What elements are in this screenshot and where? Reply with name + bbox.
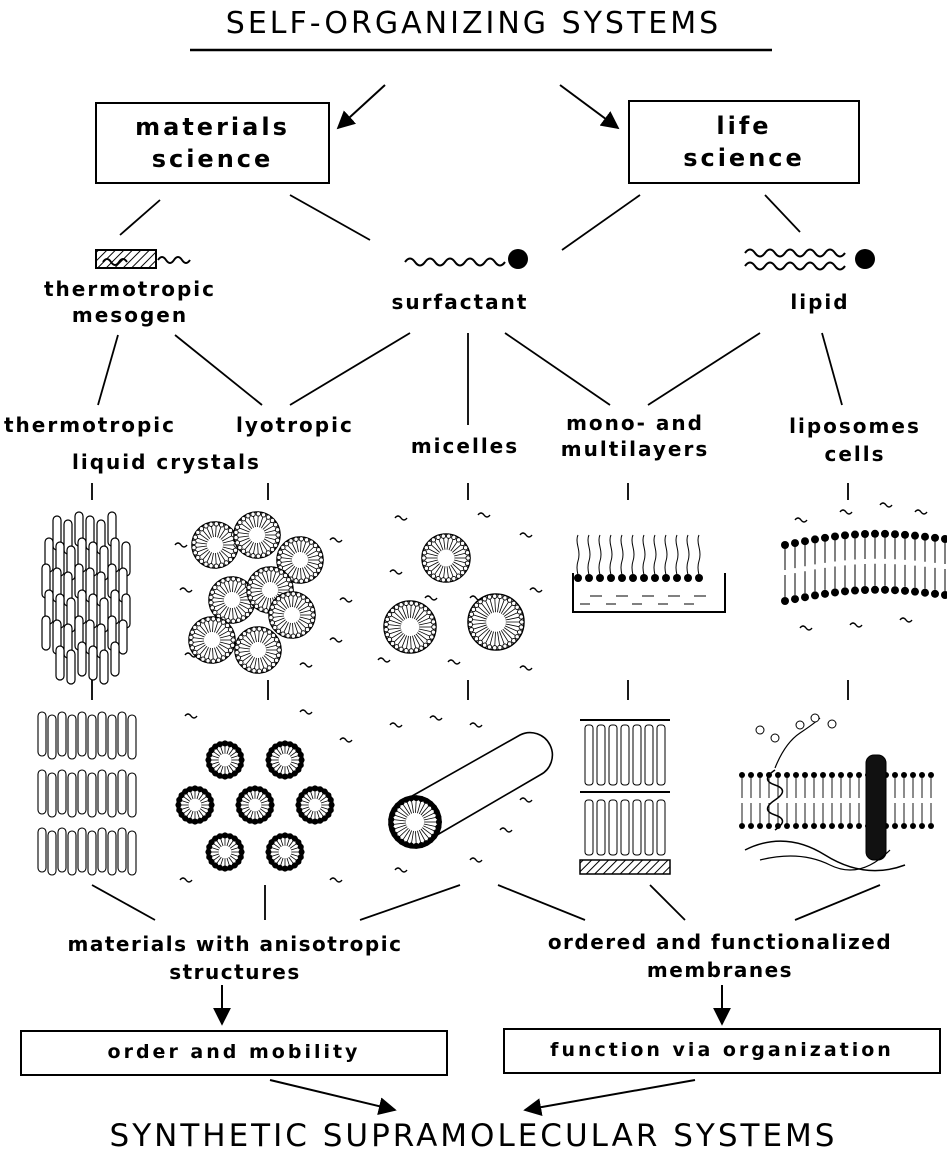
arrow-to-materials — [338, 85, 385, 128]
materials-outcome-label: materials with anisotropic structures — [30, 930, 440, 986]
liposomes-label: liposomes cells — [770, 412, 940, 468]
mesogen-icon — [96, 250, 190, 268]
layers-label-line2: multilayers — [540, 436, 730, 462]
arrow-left-to-bottom — [270, 1080, 395, 1110]
surfactant-icon — [405, 249, 528, 269]
mesogen-label-line1: thermotropic — [20, 276, 240, 302]
membranes-outcome-line1: ordered and functionalized — [505, 928, 935, 956]
liposomes-label-line2: cells — [770, 440, 940, 468]
arrow-right-to-bottom — [525, 1080, 695, 1110]
multilayer-illustration — [580, 720, 670, 874]
materials-outcome-line2: structures — [30, 958, 440, 986]
micelles-illustration — [378, 513, 542, 670]
function-organization-box: function via organization — [503, 1028, 941, 1074]
order-mobility-text: order and mobility — [108, 1040, 361, 1066]
title-top: SELF-ORGANIZING SYSTEMS — [0, 6, 947, 41]
order-mobility-box: order and mobility — [20, 1030, 448, 1076]
smectic-layers-illustration — [38, 712, 136, 875]
liquid-crystals-label: liquid crystals — [72, 450, 302, 474]
arrow-to-life — [560, 85, 618, 128]
cylinder-micelle-illustration — [389, 716, 553, 872]
lipid-icon — [745, 249, 875, 270]
materials-science-box: materials science — [95, 102, 330, 184]
lyotropic-label: lyotropic — [236, 413, 376, 437]
life-science-box: life science — [628, 100, 860, 184]
surfactant-label: surfactant — [360, 290, 560, 314]
bilayer-illustration — [781, 503, 947, 630]
lipid-label: lipid — [740, 290, 900, 314]
hexagonal-phase-illustration — [176, 710, 352, 882]
layers-label-line1: mono- and — [540, 410, 730, 436]
lyotropic-aggregate-illustration — [175, 512, 352, 674]
mesogen-label: thermotropic mesogen — [20, 276, 240, 328]
monolayer-illustration — [573, 535, 725, 612]
cell-membrane-illustration — [739, 714, 934, 871]
liposomes-label-line1: liposomes — [770, 412, 940, 440]
molecule-to-phase-lines — [98, 333, 842, 425]
thermotropic-label: thermotropic — [4, 413, 234, 437]
box-to-molecule-lines — [120, 195, 800, 250]
micelles-label: micelles — [390, 434, 540, 458]
materials-outcome-line1: materials with anisotropic — [30, 930, 440, 958]
title-bottom: SYNTHETIC SUPRAMOLECULAR SYSTEMS — [0, 1118, 947, 1154]
materials-science-line2: science — [152, 143, 274, 175]
nematic-rods-illustration — [42, 512, 130, 684]
function-organization-text: function via organization — [550, 1038, 894, 1064]
layers-label: mono- and multilayers — [540, 410, 730, 462]
mesogen-label-line2: mesogen — [20, 302, 240, 328]
illustration-to-outcome-lines — [92, 885, 880, 920]
membranes-outcome-line2: membranes — [505, 956, 935, 984]
membranes-outcome-label: ordered and functionalized membranes — [505, 928, 935, 984]
life-science-line2: science — [683, 142, 805, 174]
materials-science-line1: materials — [135, 111, 290, 143]
row-connectors — [92, 483, 848, 700]
life-science-line1: life — [716, 110, 771, 142]
